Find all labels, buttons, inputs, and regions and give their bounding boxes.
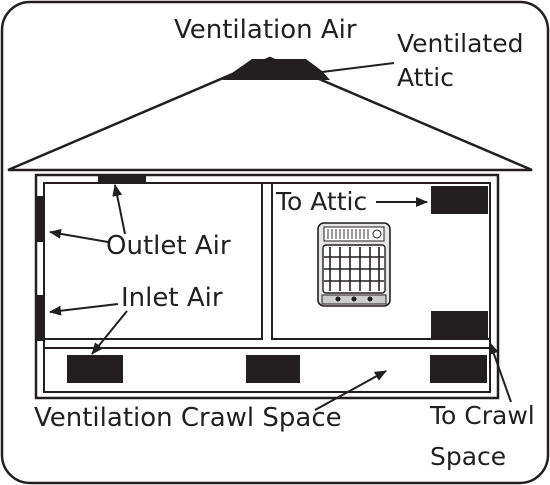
- outlet-air-arrow-up: [112, 184, 126, 235]
- outlet-air-vent: [36, 196, 45, 242]
- wall-heater-icon: [317, 222, 391, 307]
- label-to-crawl-2: Space: [430, 442, 506, 471]
- outlet-air-arrow-left: [49, 228, 109, 243]
- label-to-attic: To Attic: [275, 187, 367, 216]
- right-room: [271, 182, 491, 340]
- inlet-air-arrow-down: [91, 310, 128, 355]
- to-crawl-arrow: [488, 342, 512, 403]
- label-to-crawl-1: To Crawl: [429, 401, 535, 430]
- ridge-vent: [222, 59, 330, 80]
- label-outlet-air: Outlet Air: [106, 231, 231, 261]
- inlet-air-vent: [36, 295, 45, 341]
- label-ventilation-crawl-space: Ventilation Crawl Space: [34, 403, 342, 433]
- label-inlet-air: Inlet Air: [121, 283, 223, 313]
- ceiling-vent-left: [98, 176, 146, 183]
- to-attic-vent: [431, 186, 488, 214]
- inlet-air-arrow-left: [49, 303, 119, 316]
- roof: [7, 56, 533, 172]
- left-room: [43, 182, 263, 340]
- crawl-space-arrow: [314, 370, 387, 411]
- to-crawl-vent: [431, 311, 488, 339]
- label-ventilated-attic-2: Attic: [397, 63, 454, 92]
- label-ventilation-air: Ventilation Air: [174, 15, 357, 45]
- crawl-vent-right: [430, 355, 487, 383]
- house-outer-wall: [34, 173, 500, 400]
- label-ventilated-attic-1: Ventilated: [397, 29, 523, 58]
- crawl-space: [43, 347, 491, 393]
- crawl-vent-middle: [246, 355, 300, 383]
- ventilated-attic-arrow: [305, 62, 395, 78]
- crawl-vent-left: [67, 355, 123, 383]
